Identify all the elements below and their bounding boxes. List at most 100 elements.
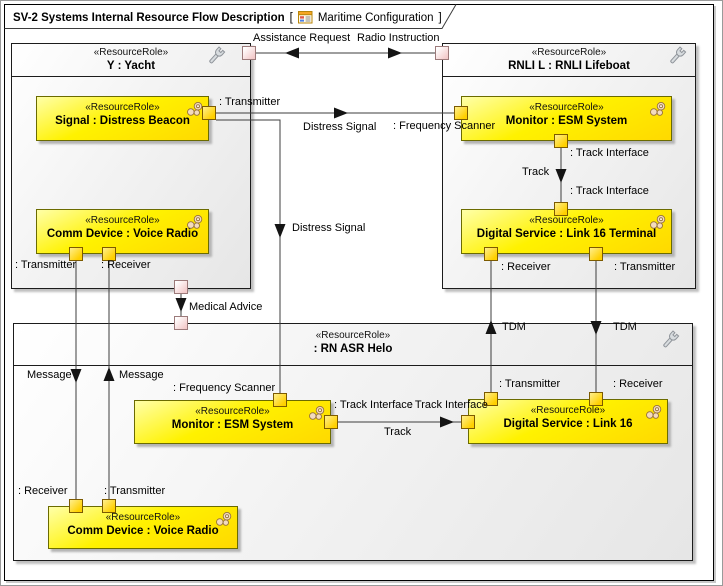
arrowhead-right: [440, 416, 454, 428]
resource-role-icon: [216, 511, 232, 526]
title-bracket-close: ]: [438, 11, 442, 24]
port-helo-radio-receiver[interactable]: [69, 499, 83, 513]
arrowhead-up: [103, 367, 115, 381]
stereotype-label: «ResourceRole»: [105, 512, 181, 523]
title-bracket-open: [: [289, 11, 293, 24]
port-helo-esm-frequency-scanner[interactable]: [273, 393, 287, 407]
stereotype-label: «ResourceRole»: [529, 102, 604, 113]
port-lifeboat-esm-track-interface[interactable]: [554, 134, 568, 148]
port-yacht-radio-transmitter[interactable]: [69, 247, 83, 261]
port-lifeboat-link16-receiver[interactable]: [484, 247, 498, 261]
port-label-helo-link16-transmitter: : Transmitter: [499, 378, 561, 390]
arrowhead-left: [285, 47, 299, 59]
container-helo-header: «ResourceRole» : RN ASR Helo: [14, 324, 692, 366]
port-helo-link16-transmitter[interactable]: [484, 392, 498, 406]
container-lifeboat-header: «ResourceRole» RNLI L : RNLI Lifeboat: [443, 44, 695, 77]
arrowhead-down: [555, 169, 567, 183]
port-label-lifeboat-link16-receiver: : Receiver: [501, 261, 551, 273]
arrowhead-up: [485, 320, 497, 334]
port-label-lifeboat-link16-transmitter: : Transmitter: [614, 261, 676, 273]
port-helo-esm-track-interface[interactable]: [324, 415, 338, 429]
wrench-icon: [661, 330, 680, 350]
block-name: Signal : Distress Beacon: [55, 115, 190, 127]
arrowhead-down: [590, 321, 602, 335]
container-yacht-header: «ResourceRole» Y : Yacht: [12, 44, 250, 77]
port-label-helo-esm-track-interface: : Track Interface: [334, 399, 413, 411]
block-name: Monitor : ESM System: [171, 419, 294, 431]
block-helo-monitor-esm-system[interactable]: «ResourceRole» Monitor : ESM System: [134, 400, 331, 444]
arrowhead-right: [388, 47, 402, 59]
flow-label-distress-signal-lifeboat: Distress Signal: [303, 121, 377, 133]
arrowhead-down: [70, 369, 82, 383]
container-name: : RN ASR Helo: [313, 343, 393, 355]
port-helo-link16-receiver[interactable]: [589, 392, 603, 406]
port-helo-medical[interactable]: [174, 316, 188, 330]
port-label-helo-radio-receiver: : Receiver: [18, 485, 68, 497]
port-helo-radio-transmitter[interactable]: [102, 499, 116, 513]
block-name: Digital Service : Link 16: [503, 418, 633, 430]
sv-diagram-icon: [297, 11, 313, 24]
block-name: Digital Service : Link 16 Terminal: [476, 228, 657, 240]
stereotype-label: «ResourceRole»: [85, 215, 160, 226]
connector-distress-signal-to-lifeboat[interactable]: [216, 107, 454, 119]
port-helo-link16-track-interface[interactable]: [461, 415, 475, 429]
arrowhead-right: [334, 107, 348, 119]
connector-tdm-up[interactable]: [485, 261, 497, 392]
flow-label-track-lifeboat: Track: [522, 166, 550, 178]
port-yacht-radio-receiver[interactable]: [102, 247, 116, 261]
port-label-helo-link16-receiver: : Receiver: [613, 378, 663, 390]
wrench-icon: [207, 46, 226, 66]
diagram-context: Maritime Configuration: [317, 11, 434, 24]
flow-label-message-up: Message: [119, 369, 164, 381]
diagram-title-tab[interactable]: SV-2 Systems Internal Resource Flow Desc…: [6, 7, 442, 28]
stereotype-label: «ResourceRole»: [529, 215, 604, 226]
block-signal-distress-beacon[interactable]: «ResourceRole» Signal : Distress Beacon: [36, 96, 209, 141]
block-helo-comm-device-voice-radio[interactable]: «ResourceRole» Comm Device : Voice Radio: [48, 506, 238, 549]
connector-medical-advice[interactable]: [175, 294, 187, 316]
port-yacht-medical[interactable]: [174, 280, 188, 294]
resource-role-icon: [187, 214, 203, 229]
diagram-title: SV-2 Systems Internal Resource Flow Desc…: [13, 11, 285, 24]
connector-track-lifeboat[interactable]: [555, 148, 567, 202]
flow-label-tdm-down: TDM: [613, 321, 637, 333]
block-digital-service-link16-terminal[interactable]: «ResourceRole» Digital Service : Link 16…: [461, 209, 672, 254]
stereotype-label: «ResourceRole»: [530, 405, 606, 416]
block-yacht-comm-device-voice-radio[interactable]: «ResourceRole» Comm Device : Voice Radio: [36, 209, 209, 254]
connector-distress-signal-to-helo[interactable]: [216, 119, 286, 393]
block-name: Monitor : ESM System: [505, 115, 628, 127]
stereotype-label: «ResourceRole»: [85, 102, 160, 113]
port-lifeboat-radio-link[interactable]: [435, 46, 449, 60]
flow-label-track-helo: Track: [384, 426, 412, 438]
wrench-icon: [668, 46, 687, 66]
port-yacht-radio-link[interactable]: [242, 46, 256, 60]
flow-label-medical-advice: Medical Advice: [189, 301, 263, 313]
block-digital-service-link16[interactable]: «ResourceRole» Digital Service : Link 16: [468, 399, 668, 444]
port-label-yacht-radio-transmitter: : Transmitter: [15, 259, 77, 271]
port-label-lifeboat-esm-track-interface: : Track Interface: [570, 147, 649, 159]
port-lifeboat-esm-frequency-scanner[interactable]: [454, 106, 468, 120]
port-lifeboat-link16-transmitter[interactable]: [589, 247, 603, 261]
port-label-beacon-transmitter: : Transmitter: [219, 96, 281, 108]
connector-track-helo[interactable]: [338, 416, 461, 428]
connector-message-up[interactable]: [103, 261, 115, 499]
resource-role-icon: [650, 214, 666, 229]
stereotype-label: «ResourceRole»: [531, 47, 607, 58]
stereotype-label: «ResourceRole»: [195, 406, 270, 417]
port-beacon-transmitter[interactable]: [202, 106, 216, 120]
resource-role-icon: [650, 101, 666, 116]
connector-assistance-radio[interactable]: [256, 47, 435, 59]
port-label-helo-esm-frequency-scanner: : Frequency Scanner: [173, 382, 276, 394]
port-label-helo-radio-transmitter: : Transmitter: [104, 485, 166, 497]
port-label-lifeboat-esm-frequency-scanner: : Frequency Scanner: [393, 120, 496, 132]
port-lifeboat-link16-track-interface[interactable]: [554, 202, 568, 216]
port-label-yacht-radio-receiver: : Receiver: [101, 259, 151, 271]
flow-label-assistance-request: Assistance Request: [253, 32, 351, 44]
connector-message-down[interactable]: [70, 261, 82, 499]
connector-tdm-down[interactable]: [590, 261, 602, 392]
block-name: Comm Device : Voice Radio: [67, 525, 219, 537]
port-label-lifeboat-link16-track-interface: : Track Interface: [570, 185, 649, 197]
stereotype-label: «ResourceRole»: [93, 47, 169, 58]
arrowhead-down: [175, 298, 187, 312]
